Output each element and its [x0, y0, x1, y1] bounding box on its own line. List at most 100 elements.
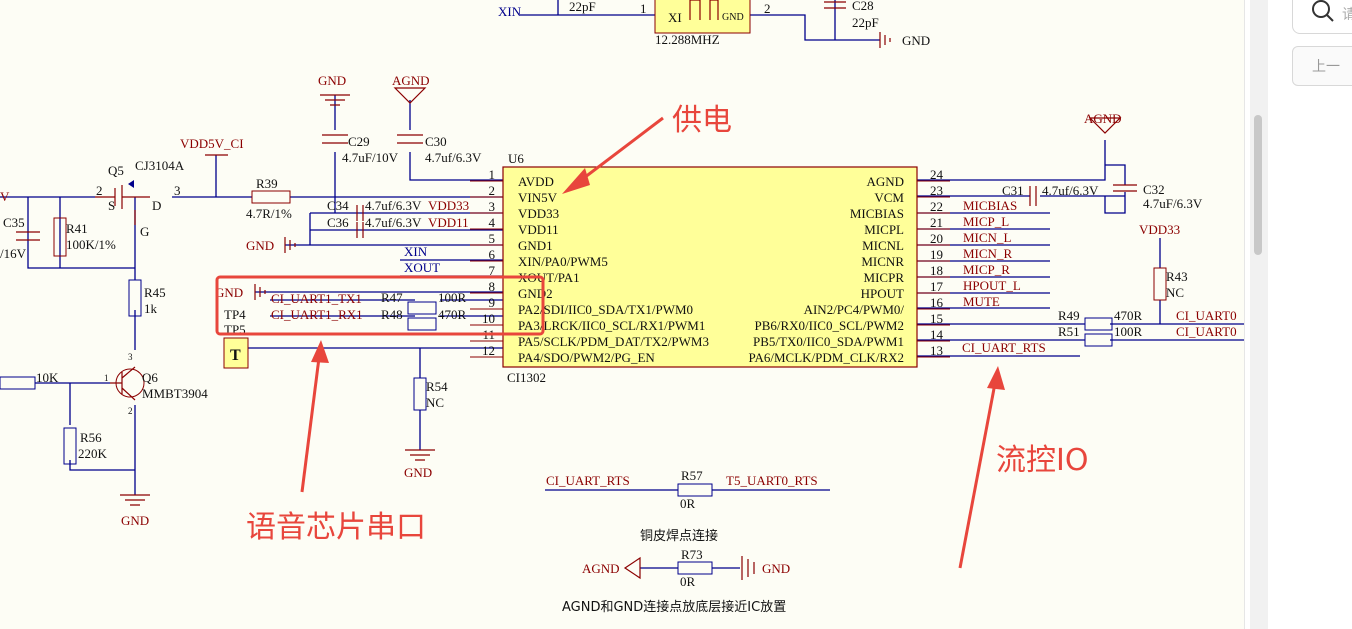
c31-ref: C31 [1002, 183, 1024, 198]
vdd11-net: VDD11 [428, 215, 469, 230]
xin-label: XIN [404, 244, 428, 259]
search-icon[interactable] [1310, 0, 1336, 24]
chip-pin-name: MICBIAS [850, 206, 904, 221]
chip-pin-name: PA6/MCLK/PDM_CLK/RX2 [748, 350, 904, 365]
q6-pin2: 2 [128, 406, 133, 416]
r39-value: 4.7R/1% [246, 206, 292, 221]
c28-ref: C28 [852, 0, 874, 13]
gnd-r54-label: GND [404, 465, 432, 480]
chip-right-pins: 24AGND23VCM22MICBIAS21MICPL20MICNL19MICN… [748, 167, 950, 365]
chip-pin-name: GND2 [518, 286, 553, 301]
r73-value: 0R [680, 574, 696, 589]
chip-pin-name: PA2/SDI/IIC0_SDA/TX1/PWM0 [518, 302, 693, 317]
r49-ref: R49 [1058, 308, 1080, 323]
q6-ref: Q6 [142, 370, 158, 385]
labels: XIN 22pF 1 XI GND 2 12.288MHZ C28 22pF G… [0, 0, 1237, 615]
r57-value: 0R [680, 496, 696, 511]
right-net-label: MICBIAS [963, 198, 1017, 213]
t5-rts-net: T5_UART0_RTS [726, 473, 818, 488]
chip-pin-number: 18 [930, 263, 943, 278]
chip-pin-number: 16 [930, 295, 944, 310]
chip-pin-number: 13 [930, 343, 943, 358]
chip-pin-name: VDD33 [518, 206, 559, 221]
r48-ref: R48 [381, 307, 403, 322]
chip-pin-name: PB5/TX0/IIC0_SDA/PWM1 [753, 334, 904, 349]
chip-pin-name: MICPL [864, 222, 904, 237]
c30-ref: C30 [425, 134, 447, 149]
r43-ref: R43 [1166, 269, 1188, 284]
r49-value: 470R [1114, 308, 1143, 323]
vdd5v-label: VDD5V_CI [180, 136, 244, 151]
chip-pin-name: GND1 [518, 238, 553, 253]
q5-g: G [140, 224, 149, 239]
chip-pin-number: 23 [930, 183, 943, 198]
r73-ref: R73 [681, 547, 703, 562]
chip-pin-number: 22 [930, 199, 943, 214]
chip-pin-number: 10 [482, 311, 495, 326]
wires [0, 0, 1244, 569]
chip-pin-name: HPOUT [861, 286, 904, 301]
vdd33-right: VDD33 [1139, 222, 1180, 237]
c28-value: 22pF [852, 15, 879, 30]
c36-value: 4.7uf/6.3V [365, 215, 422, 230]
scrollbar-track[interactable] [1250, 0, 1268, 629]
crystal-gnd: GND [722, 12, 744, 23]
right-net-label: MUTE [963, 294, 1000, 309]
crystal-gnd-label: GND [902, 33, 930, 48]
chip-pin-name: VDD11 [518, 222, 559, 237]
c32-value: 4.7uF/6.3V [1143, 196, 1203, 211]
prev-button[interactable] [1292, 46, 1352, 86]
components [0, 0, 1167, 580]
chip-pin-number: 24 [930, 167, 944, 182]
c35-value: /16V [0, 246, 27, 261]
c29-value: 4.7uF/10V [342, 150, 399, 165]
right-net-label: HPOUT_L [963, 278, 1021, 293]
c30-value: 4.7uf/6.3V [425, 150, 482, 165]
q5-pin3: 3 [174, 183, 181, 198]
uart-annotation: 语音芯片串口 [246, 510, 426, 545]
right-net-label: MICN_L [963, 230, 1011, 245]
rts-net-right: CI_UART_RTS [962, 340, 1046, 355]
r56-value: 220K [78, 446, 108, 461]
power-annotation: 供电 [672, 103, 732, 138]
chip-pin-name: PA5/SCLK/PDM_DAT/TX2/PWM3 [518, 334, 709, 349]
red-annotations: 供电 语音芯片串口 流控IO [215, 103, 1088, 569]
gnd-top-label: GND [318, 73, 346, 88]
c34-value: 4.7uf/6.3V [365, 198, 422, 213]
gnd-left-label: GND [246, 238, 274, 253]
chip-pin-name: VIN5V [518, 190, 558, 205]
c32-ref: C32 [1143, 182, 1165, 197]
chip-pin-number: 21 [930, 215, 943, 230]
uart-tx-net: CI_UART1_TX1 [271, 291, 362, 306]
q5-s: S [108, 198, 115, 213]
right-net-label: MICP_L [963, 214, 1009, 229]
r54-value: NC [426, 395, 444, 410]
crystal-freq: 12.288MHZ [655, 32, 720, 47]
crystal-pin2: 2 [764, 1, 771, 16]
chip-pin-name: AGND [866, 174, 904, 189]
chip-ref: U6 [508, 151, 524, 166]
gnd-bottom-left: GND [121, 513, 149, 528]
uart0-net-b: CI_UART0 [1176, 324, 1237, 339]
chip-pin-name: XOUT/PA1 [518, 270, 580, 285]
chip-pin-number: 9 [489, 295, 496, 310]
chip-pin-number: 19 [930, 247, 943, 262]
q5-pin2: 2 [96, 183, 103, 198]
xout-label: XOUT [404, 260, 440, 275]
crystal-xi: XI [668, 10, 682, 25]
uart-rx-net: CI_UART1_RX1 [271, 307, 363, 322]
chip-pin-name: AIN2/PC4/PWM0/ [804, 302, 905, 317]
tp4-label: TP4 [224, 307, 246, 322]
chip-pin-name: PB6/RX0/IIC0_SCL/PWM2 [754, 318, 904, 333]
scrollbar-thumb[interactable] [1254, 115, 1262, 255]
copper-note: 铜皮焊点连接 [640, 528, 718, 544]
r54-ref: R54 [426, 379, 448, 394]
tp5-t: T [230, 347, 241, 364]
uart-highlight-box [215, 275, 545, 336]
chip-pin-number: 2 [489, 183, 496, 198]
c-left-value: 22pF [569, 0, 596, 14]
r45-ref: R45 [144, 285, 166, 300]
chip-pin-number: 6 [489, 247, 496, 262]
search-placeholder: 请 [1342, 7, 1352, 23]
